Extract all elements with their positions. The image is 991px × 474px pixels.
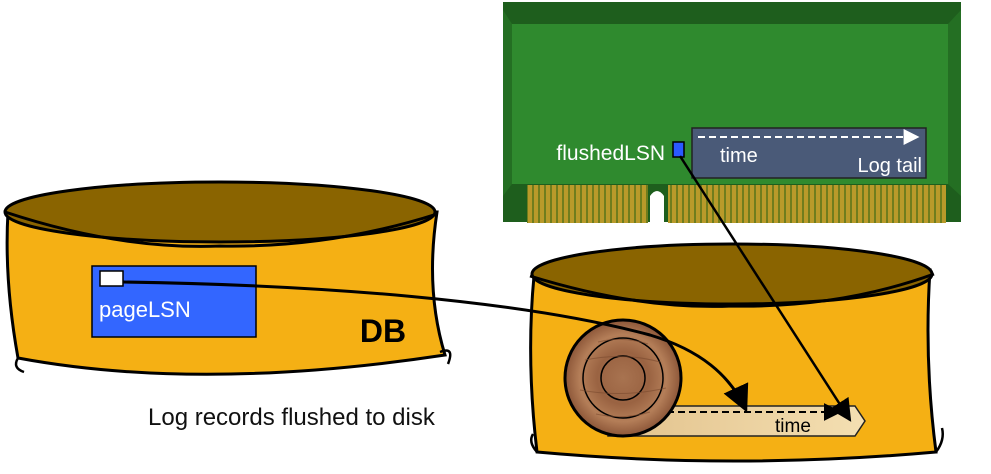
memory-module <box>503 2 961 223</box>
log-tail-time-label: time <box>720 145 758 167</box>
log-roll <box>563 318 683 438</box>
log-disk-time-label: time <box>775 416 811 437</box>
log-tail: time Log tail <box>691 127 927 179</box>
contact-pins-right <box>668 185 946 223</box>
page-lsn-marker <box>99 270 124 287</box>
flushed-lsn-marker <box>672 141 685 158</box>
contact-pins-left <box>527 185 648 223</box>
page-lsn-label: pageLSN <box>99 297 191 322</box>
log-disk-caption: Log records flushed to disk <box>148 404 435 431</box>
page-lsn-arrow <box>122 280 749 413</box>
db-label: DB <box>360 313 406 349</box>
log-tail-label: Log tail <box>858 155 923 177</box>
flushed-lsn-label: flushedLSN <box>556 142 665 165</box>
flushed-lsn-arrow <box>678 155 852 422</box>
log-tape: time <box>607 403 866 437</box>
